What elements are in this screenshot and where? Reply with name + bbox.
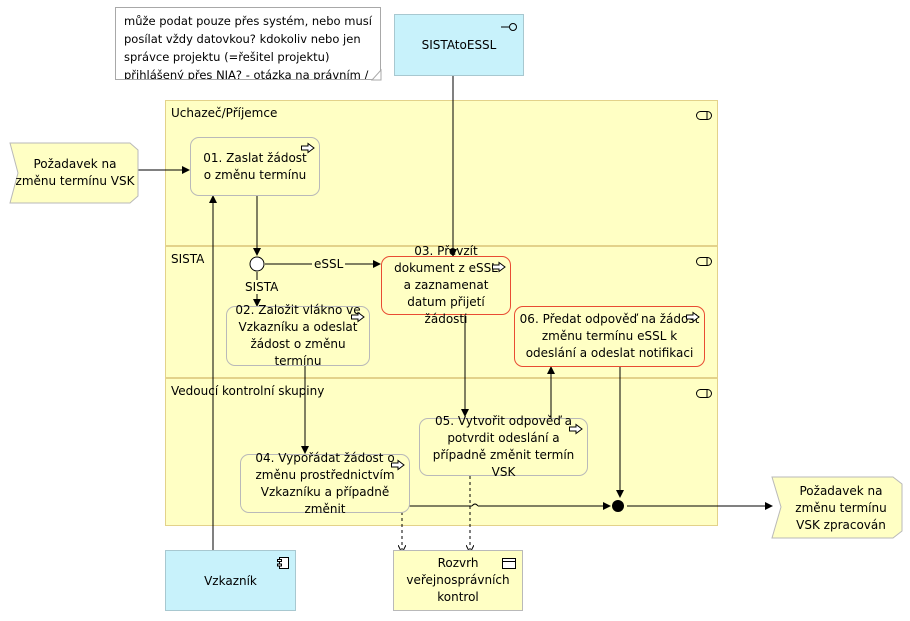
lane-sista-label: SISTA: [171, 252, 205, 266]
process-arrow-icon: [569, 422, 583, 439]
start-event-label: Požadavek na změnu termínu VSK: [15, 157, 135, 188]
app-sistatoessl-label: SISTAtoESSL: [421, 38, 497, 52]
process-arrow-icon: [351, 310, 365, 327]
process-05[interactable]: 05. Vytvořit odpověď a potvrdit odeslání…: [419, 414, 588, 479]
process-arrow-icon: [492, 260, 506, 277]
process-02-label: 02. Založit vlákno ve Vzkazníku a odesla…: [235, 303, 361, 368]
lane-uchazec-label: Uchazeč/Příjemce: [171, 106, 278, 120]
component-vzkaznik[interactable]: Vzkazník: [165, 550, 296, 611]
flow-label-essl: eSSL: [312, 257, 346, 271]
note-text: může podat pouze přes systém, nebo musí …: [124, 14, 372, 80]
junction-or: [249, 256, 265, 272]
end-event-shape: [771, 476, 903, 539]
app-sistatoessl[interactable]: SISTAtoESSL: [394, 14, 524, 76]
lane-role-icon: [696, 252, 712, 271]
end-event-label: Požadavek na změnu termínu VSK zpracován: [795, 483, 887, 532]
junction-and: [612, 500, 624, 512]
start-event[interactable]: Požadavek na změnu termínu VSK: [14, 146, 136, 200]
data-object-rozvrh-label: Rozvrh veřejnosprávních kontrol: [406, 556, 510, 604]
lane-vedouci-label: Vedoucí kontrolní skupiny: [171, 384, 325, 398]
component-vzkaznik-label: Vzkazník: [204, 573, 257, 588]
process-03[interactable]: 03. Převzít dokument z eSSL a zaznamenat…: [381, 244, 511, 326]
process-01-label: 01. Zaslat žádost o změnu termínu: [203, 150, 307, 182]
component-icon: [277, 557, 289, 572]
process-01[interactable]: 01. Zaslat žádost o změnu termínu: [190, 137, 320, 196]
process-04-label: 04. Vypořádat žádost o změnu prostřednic…: [255, 450, 395, 516]
process-05-label: 05. Vytvořit odpověď a potvrdit odeslání…: [432, 414, 575, 479]
process-06-label: 06. Předat odpověď na žádost změnu termí…: [519, 312, 700, 360]
process-02[interactable]: 02. Založit vlákno ve Vzkazníku a odesla…: [226, 303, 370, 368]
process-04[interactable]: 04. Vypořádat žádost o změnu prostřednic…: [240, 451, 410, 516]
data-object-icon: [502, 557, 516, 574]
process-arrow-icon: [391, 458, 405, 475]
flow-label-sista: SISTA: [243, 280, 281, 294]
end-event[interactable]: Požadavek na změnu termínu VSK zpracován: [782, 480, 900, 536]
note: může podat pouze přes systém, nebo musí …: [115, 7, 381, 80]
process-06[interactable]: 06. Předat odpověď na žádost změnu termí…: [514, 306, 705, 367]
process-arrow-icon: [301, 141, 315, 158]
lane-role-icon: [696, 384, 712, 403]
start-event-shape: [9, 142, 139, 204]
process-arrow-icon: [686, 310, 700, 327]
interface-icon: [501, 21, 517, 35]
lane-role-icon: [696, 106, 712, 125]
process-03-label: 03. Převzít dokument z eSSL a zaznamenat…: [394, 244, 498, 326]
data-object-rozvrh[interactable]: Rozvrh veřejnosprávních kontrol: [393, 550, 523, 611]
